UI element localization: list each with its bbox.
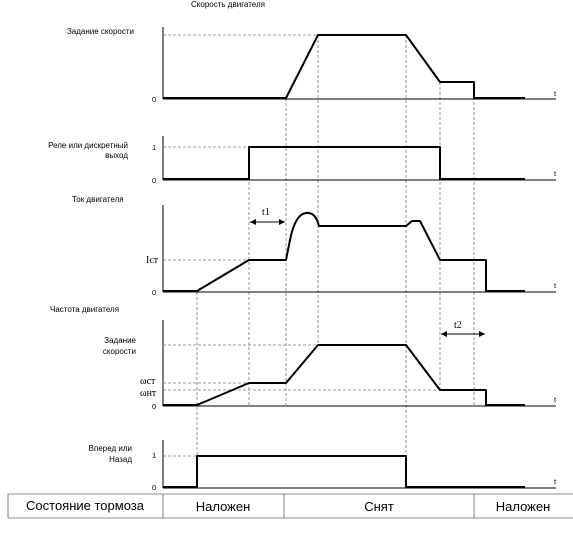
panel-direction: Вперед или Назад 1 0 t xyxy=(89,440,557,492)
current-t: t xyxy=(554,281,557,290)
speed-ref-label: Задание скорости xyxy=(67,27,134,36)
diagram-title: Скорость двигателя xyxy=(191,0,265,9)
relay-zero: 0 xyxy=(152,176,156,185)
direction-t: t xyxy=(554,477,557,486)
current-label: Ток двигателя xyxy=(72,195,124,204)
brake-state-released: Снят xyxy=(364,499,394,514)
frequency-label: Частота двигателя xyxy=(50,305,119,314)
speed-ref-zero: 0 xyxy=(152,95,156,104)
reference-lines xyxy=(196,35,475,487)
panel-relay: Реле или дискретный выход 1 0 t xyxy=(48,136,557,185)
frequency-t: t xyxy=(554,395,557,404)
speed-ref-t: t xyxy=(554,89,557,98)
direction-zero: 0 xyxy=(152,483,156,492)
direction-label-2: Назад xyxy=(109,455,132,464)
brake-state-applied-2: Наложен xyxy=(496,499,551,514)
relay-label-2: выход xyxy=(105,151,128,160)
current-ist: Iст xyxy=(146,255,159,266)
frequency-wst: ωст xyxy=(140,376,156,387)
frequency-ref-2: скорости xyxy=(103,347,136,356)
relay-one: 1 xyxy=(152,143,156,152)
direction-signal xyxy=(163,455,525,488)
t2-label: t2 xyxy=(454,320,462,331)
direction-one: 1 xyxy=(152,451,156,460)
frequency-ref-1: Задание xyxy=(104,336,136,345)
brake-state-header: Состояние тормоза xyxy=(26,498,145,513)
current-zero: 0 xyxy=(152,288,156,297)
frequency-signal xyxy=(163,344,525,406)
current-signal xyxy=(163,211,525,292)
frequency-zero: 0 xyxy=(152,402,156,411)
t1-label: t1 xyxy=(262,207,270,218)
brake-state-applied-1: Наложен xyxy=(196,499,251,514)
speed-ref-signal xyxy=(163,34,525,99)
panel-speed-reference: Задание скорости 0 t xyxy=(67,27,557,104)
panel-current: Ток двигателя Iст 0 t t1 xyxy=(72,195,557,297)
frequency-wnt: ωнт xyxy=(140,388,157,399)
direction-label-1: Вперед или xyxy=(89,444,132,453)
relay-label-1: Реле или дискретный xyxy=(48,141,128,150)
brake-state-table: Состояние тормоза Наложен Снят Наложен xyxy=(7,493,573,519)
relay-t: t xyxy=(554,169,557,178)
relay-signal xyxy=(163,146,525,180)
panel-frequency: Частота двигателя Задание скорости ωст ω… xyxy=(50,305,557,411)
